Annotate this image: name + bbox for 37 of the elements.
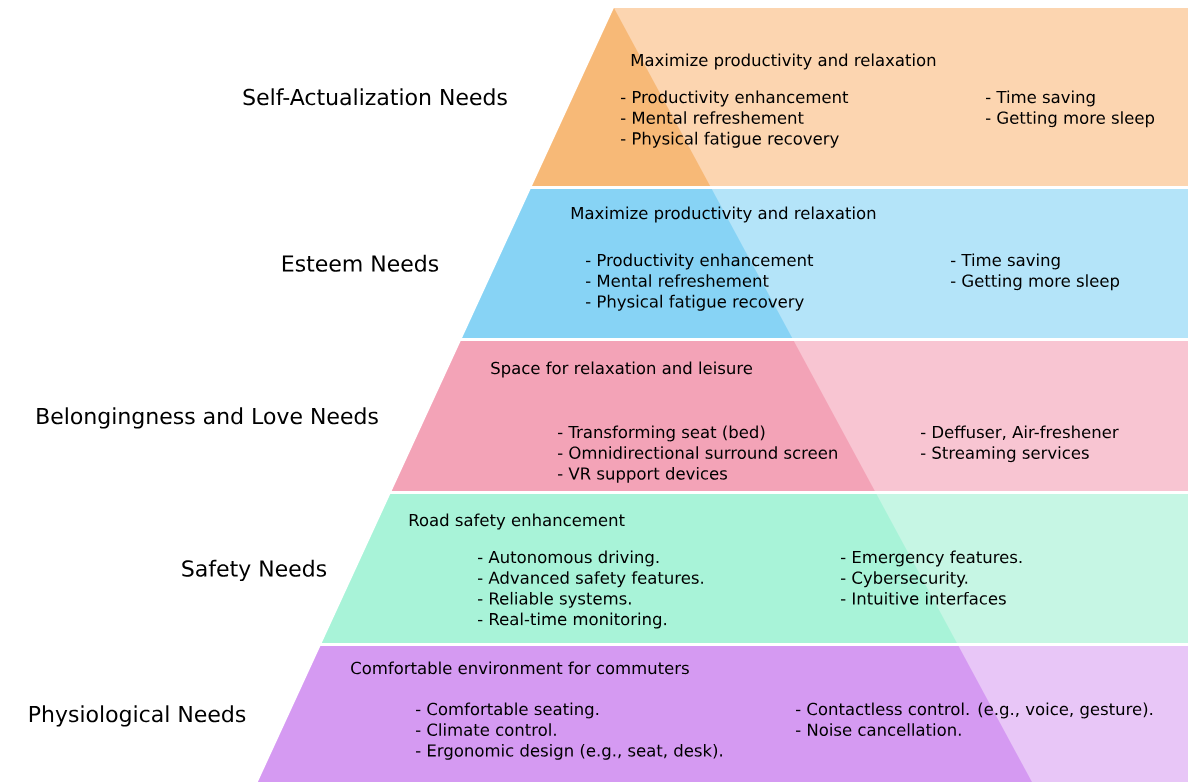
- level-label: Esteem Needs: [282, 254, 439, 272]
- list-item: - VR support devices: [558, 466, 727, 483]
- list-item: - Getting more sleep: [951, 274, 1120, 291]
- level-label: Belongingness and Love Needs: [37, 407, 378, 429]
- list-item: - Mental refreshement: [586, 274, 769, 287]
- list-item: - Reliable systems.: [478, 591, 631, 608]
- list-item: - Emergency features.: [841, 550, 1022, 567]
- list-item: - Getting more sleep: [986, 111, 1155, 128]
- band-heading: Comfortable environment for commuters: [351, 661, 689, 675]
- level-label: Safety Needs: [182, 559, 327, 582]
- list-item: - Deffuser, Air-freshener: [921, 425, 1119, 440]
- band-heading: Maximize productivity and relaxation: [631, 53, 936, 70]
- list-item: - Productivity enhancement: [621, 90, 849, 107]
- level-label: Physiological Needs: [29, 705, 246, 727]
- list-item: - Streaming services: [921, 446, 1089, 463]
- list-item: - Comfortable seating.: [416, 702, 599, 719]
- level-label: Self-Actualization Needs: [243, 88, 507, 106]
- list-item: - Advanced safety features.: [478, 571, 703, 588]
- list-item: - Productivity enhancement: [586, 253, 814, 270]
- list-item: - Time saving: [951, 253, 1060, 270]
- list-item: - Omnidirectional surround screen: [558, 446, 837, 459]
- list-item: - Climate control.: [416, 723, 556, 736]
- list-item: - Real-time monitoring.: [478, 612, 666, 629]
- band-heading: Maximize productivity and relaxation: [571, 206, 876, 223]
- list-item: - Cybersecurity.: [841, 571, 968, 588]
- list-item: - Contactless control. (e.g., voice, gesture).: [796, 702, 1153, 719]
- list-item: - Autonomous driving.: [478, 550, 659, 567]
- list-item: - Physical fatigue recovery: [586, 294, 804, 311]
- list-item: - Mental refreshement: [621, 111, 804, 124]
- list-item: - Noise cancellation.: [796, 723, 961, 736]
- list-item: - Physical fatigue recovery: [621, 131, 839, 148]
- list-item: - Transforming seat (bed): [558, 425, 765, 442]
- band-heading: Road safety enhancement: [409, 513, 625, 530]
- list-item: - Intuitive interfaces: [841, 591, 1006, 605]
- list-item: - Ergonomic design (e.g., seat, desk).: [416, 743, 722, 760]
- band-heading: Space for relaxation and leisure: [491, 361, 753, 378]
- list-item: - Time saving: [986, 90, 1095, 107]
